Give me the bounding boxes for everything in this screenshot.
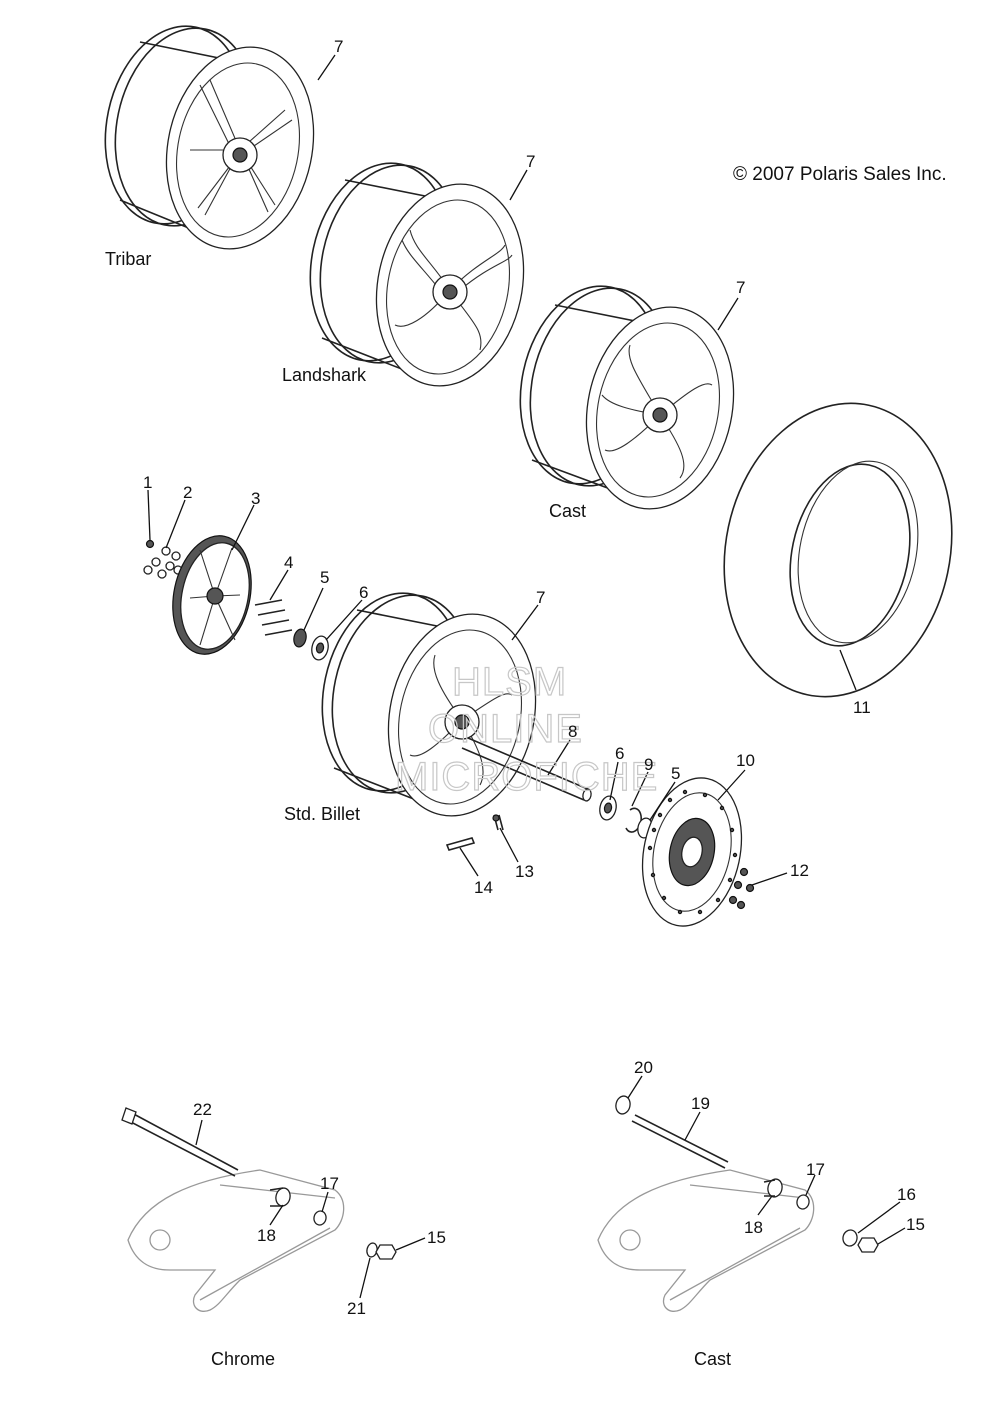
label-cast-wheel: Cast [549,501,586,521]
callout-13: 13 [515,862,534,881]
callout-1: 1 [143,473,152,492]
studs [254,599,293,636]
callout-2: 2 [183,483,192,502]
callout-7-billet: 7 [536,588,545,607]
label-std-billet: Std. Billet [284,804,360,824]
watermark-line-3: MICROFICHE [395,755,658,799]
callout-12: 12 [790,861,809,880]
callout-11: 11 [853,698,871,717]
label-chrome-swingarm: Chrome [211,1349,275,1369]
wheel-cast [519,285,735,510]
cast-spokes [601,344,713,479]
tribar-spokes [190,79,293,216]
watermark-line-2: ONLINE [428,707,583,751]
callout-18-cast: 18 [744,1218,763,1237]
nut-cast [857,1237,879,1253]
nut-chrome [375,1244,397,1260]
watermark: HLSM ONLINE MICROFICHE [394,659,658,799]
leader-lines [147,54,906,1299]
callout-6-left: 6 [359,583,368,602]
callout-17-chrome: 17 [320,1174,339,1193]
callout-15-cast: 15 [906,1215,925,1234]
copyright-notice: © 2007 Polaris Sales Inc. [733,164,947,185]
tire [723,402,953,698]
bushing-chrome [269,1187,291,1207]
seal-left [293,628,307,648]
nut-cluster [143,539,183,579]
callout-16: 16 [897,1185,916,1204]
callout-20: 20 [634,1058,653,1077]
callout-10: 10 [736,751,755,770]
callouts: 7 7 7 1 2 3 4 5 6 7 8 6 9 5 10 11 12 13 … [143,37,925,1318]
callout-6-right: 6 [615,744,624,763]
callout-18-chrome: 18 [257,1226,276,1245]
axle [461,737,592,802]
axle-bolt-cast [631,1114,729,1169]
wheel-tribar [104,25,315,250]
wheel-landshark [309,162,525,387]
cap-nut-cast [842,1229,858,1247]
label-cast-swingarm: Cast [694,1349,731,1369]
disc-bolts [728,867,755,910]
label-tribar: Tribar [105,249,151,269]
callout-9: 9 [644,755,653,774]
callout-19: 19 [691,1094,710,1113]
swingarm-cast [597,1169,815,1312]
brake-disc [641,777,743,927]
callout-8: 8 [568,722,577,741]
callout-3: 3 [251,489,260,508]
callout-17-cast: 17 [806,1160,825,1179]
spacer-cast [796,1194,810,1210]
axle-bolt-chrome [121,1107,239,1177]
callout-5-right: 5 [671,764,680,783]
wheel-std-billet [321,592,537,817]
callout-4: 4 [284,553,293,572]
bushing-cast [763,1178,783,1198]
watermark-line-1: HLSM [452,660,567,704]
callout-21: 21 [347,1299,366,1318]
callout-14: 14 [474,878,493,897]
cap-cast [615,1095,631,1115]
sprocket [172,535,252,655]
spacer-chrome [313,1210,327,1226]
callout-15-chrome: 15 [427,1228,446,1247]
callout-5-left: 5 [320,568,329,587]
callout-7-cast: 7 [736,278,745,297]
callout-22: 22 [193,1100,212,1119]
bearing-left [311,635,329,661]
callout-7-tribar: 7 [334,37,343,56]
label-landshark: Landshark [282,365,367,385]
valve-stem [492,814,504,831]
swingarm-chrome [127,1169,345,1312]
callout-7-landshark: 7 [526,152,535,171]
balance-weight [445,837,476,851]
